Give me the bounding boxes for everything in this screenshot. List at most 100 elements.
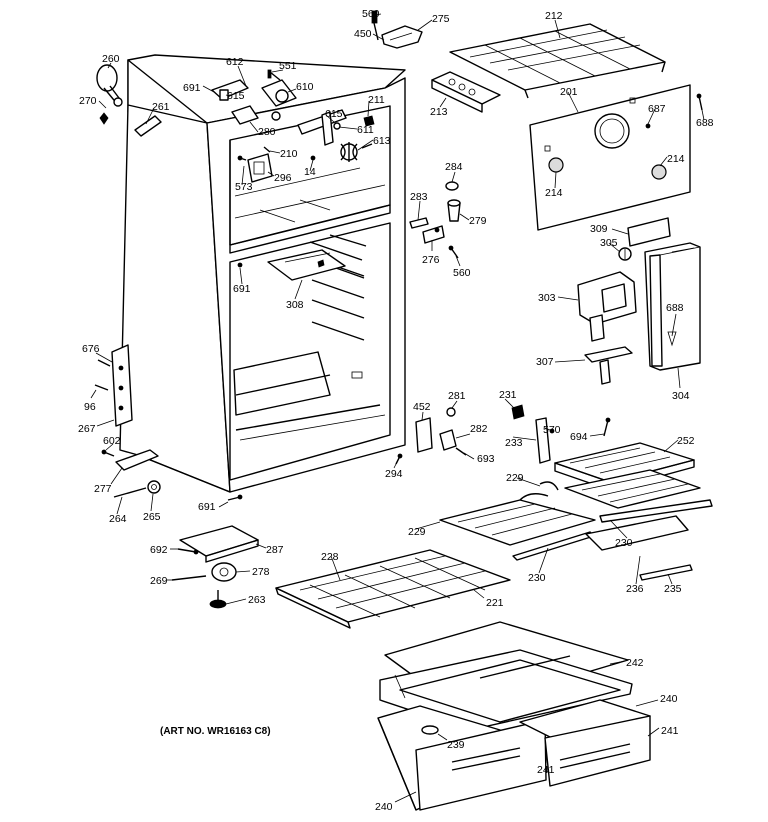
callout-label: 688 [666,302,684,314]
bottom-hinge [101,449,159,471]
callout-labels: 560 275 450 212 260 612 551 691 270 615 … [78,8,714,813]
callout-label: 560 [453,267,471,279]
callout-label: 233 [505,437,523,449]
callout-label: 304 [672,390,690,402]
control-housing [577,271,637,342]
crisper-cover-glass [275,549,511,629]
crisper-drawer-left [377,705,547,811]
callout-label: 305 [600,237,618,249]
callout-label: 287 [266,544,284,556]
leveling-leg [113,480,161,498]
callout-label: 214 [667,153,685,165]
callout-label: 228 [321,551,339,563]
air-duct-channel [644,242,701,371]
callout-label: 211 [368,94,385,106]
callout-label: 452 [413,401,431,413]
callout-label: 236 [626,583,644,595]
callout-label: 282 [470,423,488,435]
callout-label: 307 [536,356,554,368]
callout-label: 570 [543,424,561,436]
callout-label: 602 [103,435,121,447]
callout-label: 296 [274,172,292,184]
wire-shelf-upper [539,469,701,509]
callout-label: 615 [227,90,245,102]
callout-label: 260 [102,53,120,65]
callout-label: 276 [422,254,440,266]
freezer-wire-shelf [449,23,666,99]
callout-label: 242 [626,657,644,669]
callout-label: 303 [538,292,556,304]
side-hinge-plate [94,344,133,427]
callout-label: 235 [664,583,682,595]
callout-label: 263 [248,594,266,606]
callout-label: 278 [252,566,270,578]
cabinet [119,54,406,493]
callout-label: 213 [430,106,448,118]
top-hinge [371,10,423,49]
callout-label: 210 [280,148,298,160]
callout-label: 308 [286,299,304,311]
air-damper-parts [409,181,461,244]
callout-label: 573 [235,181,253,193]
callout-label: 96 [84,401,96,413]
part-drawings [94,10,713,811]
evaporator-cover [529,84,691,231]
wire-shelf-lower [439,493,596,546]
callout-label: 230 [615,537,633,549]
shelf-rails [512,499,713,581]
callout-label: 694 [570,431,588,443]
callout-label: 284 [445,161,463,173]
crisper-hardware [415,407,467,456]
callout-label: 281 [448,390,466,402]
callout-label: 279 [469,215,487,227]
callout-label: 294 [385,468,403,480]
callout-label: 615 [325,108,343,120]
art-number-caption: (ART NO. WR16163 C8) [160,726,271,737]
callout-label: 240 [375,801,393,813]
lower-hinge-cover [96,64,123,125]
control-bracket [584,346,633,385]
callout-label: 261 [152,101,170,113]
callout-label: 214 [545,187,563,199]
callout-label: 692 [150,544,168,556]
callout-label: 275 [432,13,450,25]
ice-tray [431,71,501,113]
callout-label: 212 [545,10,563,22]
callout-label: 239 [447,739,465,751]
callout-label: 231 [499,389,517,401]
callout-label: 610 [296,81,314,93]
callout-label: 265 [143,511,161,523]
callout-label: 309 [590,223,608,235]
leader-lines [90,13,705,803]
fan-motor-assembly [297,109,375,162]
callout-label: 252 [677,435,695,447]
callout-label: 270 [79,95,97,107]
callout-label: 691 [198,501,216,513]
callout-label: 688 [696,117,714,129]
callout-label: 241 [537,764,555,776]
callout-label: 551 [279,60,297,72]
callout-label: 221 [486,597,504,609]
callout-label: 264 [109,513,127,525]
shelf-supports [511,404,611,464]
callout-label: 229 [408,526,426,538]
evaporator-fan-mount [177,525,259,563]
callout-label: 613 [373,135,391,147]
callout-label: 611 [357,124,374,136]
freezer-controls [211,69,297,183]
cabinet-handle [134,115,162,137]
callout-label: 267 [78,423,96,435]
callout-label: 687 [648,103,666,115]
callout-label: 201 [560,86,578,98]
callout-label: 693 [477,453,495,465]
callout-label: 283 [410,191,428,203]
callout-label: 277 [94,483,112,495]
callout-label: 450 [354,28,372,40]
crisper-drawer-right [519,699,651,787]
small-screws [448,93,703,259]
callout-label: 241 [661,725,679,737]
control-label-knob [618,217,671,261]
callout-label: 269 [150,575,168,587]
callout-label: 230 [528,572,546,584]
